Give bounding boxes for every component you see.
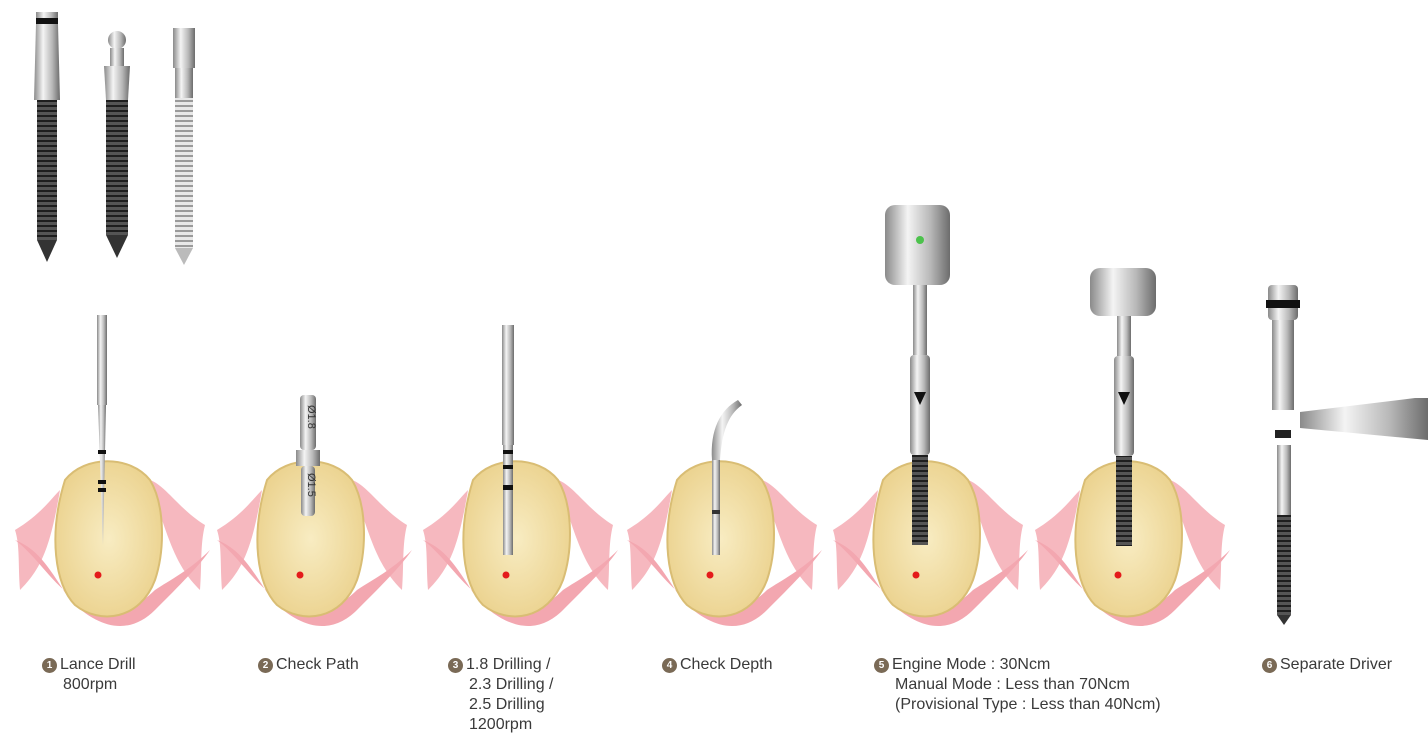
step-3-line-2: 2.3 Drilling / <box>448 675 553 695</box>
step-1-line-1: Lance Drill <box>60 656 136 673</box>
step-number-badge: 4 <box>662 658 677 673</box>
socket-scene-4 <box>627 461 822 626</box>
gauge-label-top: Ø1.8 <box>305 405 317 429</box>
socket-scene-5b <box>1035 461 1230 626</box>
step-number-badge: 2 <box>258 658 273 673</box>
socket-scene-3 <box>423 461 618 626</box>
implant-icon <box>173 28 195 265</box>
step-4: 4Check Depth <box>662 655 773 675</box>
step-3: 31.8 Drilling / 2.3 Drilling / 2.5 Drill… <box>448 655 553 735</box>
socket-scene-5a <box>833 461 1028 626</box>
step-number-badge: 3 <box>448 658 463 673</box>
implant-icon <box>34 12 60 262</box>
step-3-line-1: 1.8 Drilling / <box>466 656 550 673</box>
step-number-badge: 1 <box>42 658 57 673</box>
socket-scene-1 <box>15 461 210 626</box>
indicator-dot <box>916 236 924 244</box>
step-5-line-1: Engine Mode : 30Ncm <box>892 656 1050 673</box>
step-6: 6Separate Driver <box>1262 655 1392 675</box>
step-5: 5Engine Mode : 30Ncm Manual Mode : Less … <box>874 655 1161 715</box>
step-3-line-4: 1200rpm <box>448 715 553 735</box>
step-1: 1Lance Drill 800rpm <box>42 655 136 695</box>
step-2: 2Check Path <box>258 655 359 675</box>
implant-icon <box>104 31 130 258</box>
step-3-line-3: 2.5 Drilling <box>448 695 553 715</box>
separated-driver <box>1266 285 1428 625</box>
step-6-line-1: Separate Driver <box>1280 656 1392 673</box>
step-2-line-1: Check Path <box>276 656 359 673</box>
step-5-line-2: Manual Mode : Less than 70Ncm <box>874 675 1161 695</box>
step-1-line-2: 800rpm <box>42 675 136 695</box>
gauge-label-bottom: Ø1.5 <box>305 473 317 497</box>
step-5-line-3: (Provisional Type : Less than 40Ncm) <box>874 695 1161 715</box>
step-number-badge: 5 <box>874 658 889 673</box>
twist-drill <box>502 325 514 555</box>
step-number-badge: 6 <box>1262 658 1277 673</box>
step-4-line-1: Check Depth <box>680 656 773 673</box>
